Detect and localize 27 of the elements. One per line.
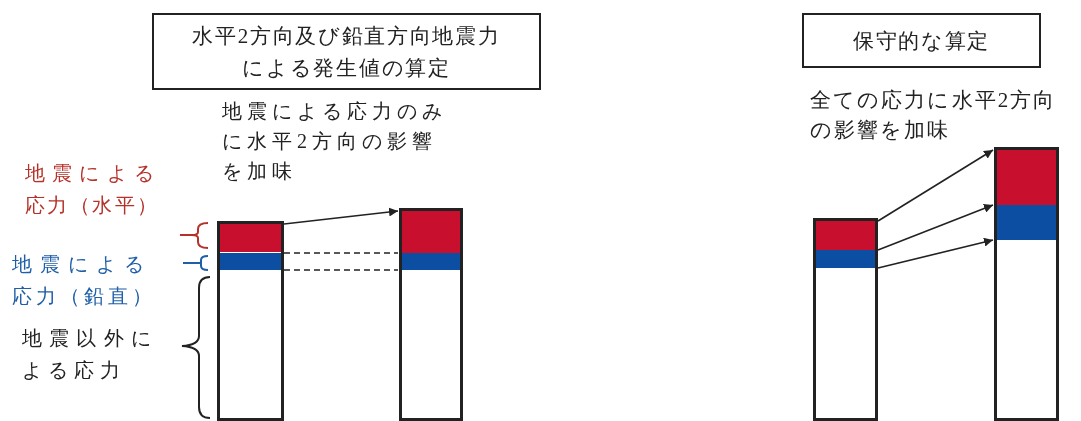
arrow xyxy=(877,204,994,251)
dashed-line xyxy=(283,252,399,254)
stress-label: 地震以外による応力 xyxy=(22,326,159,383)
stress-segment xyxy=(402,253,460,270)
stress-column xyxy=(994,147,1059,421)
title-text: 保守的な算定 xyxy=(851,27,992,55)
stress-column xyxy=(399,208,463,421)
annotation-text: 地震による応力のみに水平2方向の影響を加味 xyxy=(222,99,448,184)
stress-segment xyxy=(402,211,460,253)
stress-segment xyxy=(816,250,875,268)
stress-segment xyxy=(220,253,281,270)
title-box xyxy=(152,13,541,90)
dashed-line xyxy=(283,269,399,271)
stress-segment xyxy=(220,224,281,252)
stress-segment xyxy=(997,150,1056,205)
arrow xyxy=(877,237,994,269)
arrow xyxy=(283,207,399,225)
stress-segment xyxy=(816,221,875,250)
title-box xyxy=(802,13,1041,68)
stress-label: 地震による応力（水平） xyxy=(25,161,162,218)
stress-column xyxy=(813,218,878,421)
annotation-text: 全ての応力に水平2方向の影響を加味 xyxy=(810,87,1058,144)
stress-label: 地震による応力（鉛直） xyxy=(12,252,157,309)
stress-segment xyxy=(997,205,1056,240)
stress-column xyxy=(217,221,284,421)
title-text: 水平2方向及び鉛直方向地震力による発生値の算定 xyxy=(191,22,502,82)
arrow xyxy=(877,149,994,222)
